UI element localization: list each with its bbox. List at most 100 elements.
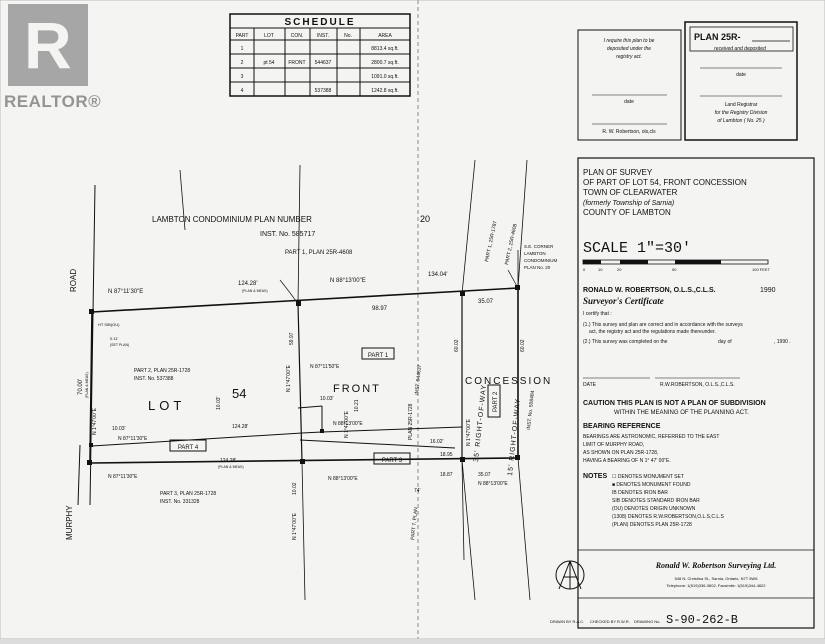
right-of-way-label: 35' RIGHT-OF-WAY bbox=[473, 384, 488, 462]
distance-label: 124.28' bbox=[238, 281, 258, 287]
condo-inst-number: INST. No. 585717 bbox=[260, 231, 315, 238]
plan-received: received and deposited bbox=[714, 46, 766, 52]
plan-date-label: date bbox=[736, 72, 746, 78]
distance-label: 59.97 bbox=[289, 332, 295, 345]
bearing-label: N 87°11'50"E bbox=[310, 364, 340, 370]
note-item: ■ DENOTES MONUMENT FOUND bbox=[612, 482, 691, 488]
company-block: Ronald W. Robertson Surveying Ltd. 548 N… bbox=[555, 549, 814, 599]
distance-label: 70.00' bbox=[78, 379, 84, 395]
note-item: (PLAN) DENOTES PLAN 25R-1728 bbox=[612, 522, 692, 528]
plan-registration-box: PLAN 25R- received and deposited date La… bbox=[684, 21, 798, 141]
part2-plan-label: PART 2, PLAN 25R-1728 bbox=[134, 368, 190, 374]
caution-text: WITHIN THE MEANING OF THE PLANNING ACT. bbox=[614, 410, 749, 416]
distance-label: 18.95 bbox=[440, 452, 453, 458]
note-item: ☐ DENOTES MONUMENT SET bbox=[612, 474, 684, 480]
drawing-number: S-90-262-B bbox=[666, 613, 738, 627]
schedule-cell: 1091.0 sq.ft. bbox=[371, 74, 399, 80]
part1-box bbox=[361, 347, 395, 360]
schedule-cell: 1 bbox=[241, 46, 244, 52]
notes-title: NOTES bbox=[583, 473, 607, 480]
title-line: COUNTY OF LAMBTON bbox=[583, 208, 671, 217]
part2-label: PART 2 bbox=[493, 391, 499, 412]
part2-25r-label: PART 2, 25R-4608 bbox=[504, 223, 519, 265]
schedule-header-lot: LOT bbox=[264, 33, 274, 39]
part3-label: PART 3 bbox=[382, 458, 403, 464]
distance-label: 124.28' bbox=[220, 458, 236, 464]
plan-box-border bbox=[684, 21, 798, 141]
note-item: (OU) DENOTES ORIGIN UNKNOWN bbox=[612, 506, 696, 512]
distance-label: 60.02 bbox=[520, 339, 526, 352]
schedule-cell: FRONT bbox=[288, 60, 305, 66]
realtor-logo-icon: R bbox=[8, 4, 88, 86]
distance-label: 10.02 bbox=[292, 482, 298, 495]
front-label: FRONT bbox=[333, 383, 381, 395]
bearing-text: BEARINGS ARE ASTRONOMIC, REFERRED TO THE… bbox=[583, 434, 719, 440]
title-line: TOWN OF CLEARWATER bbox=[583, 188, 678, 197]
part2-box bbox=[487, 384, 501, 418]
deposit-text-line: deposited under the bbox=[607, 46, 651, 52]
bearing-label: N 1°47'00"E bbox=[466, 418, 472, 446]
condo-plan-number: 20 bbox=[420, 214, 430, 224]
schedule-header-no: No. bbox=[344, 33, 352, 39]
distance-label: 10.03' bbox=[112, 426, 126, 432]
distance-label: 35.07 bbox=[478, 472, 491, 478]
deposit-signer: R. W. Robertson, ols,cls bbox=[602, 129, 656, 135]
distance-label: 10.03' bbox=[216, 396, 222, 410]
concession-label: CONCESSION bbox=[465, 376, 552, 387]
certificate-text: act, the registry act and the regulation… bbox=[589, 329, 716, 335]
certificate-text: (2.) This survey was completed on the bbox=[583, 339, 668, 345]
condo-plan-label: LAMBTON CONDOMINIUM PLAN NUMBER bbox=[152, 215, 312, 224]
monument-note: 0.11' bbox=[110, 336, 118, 341]
part3-plan-label: PART 3, PLAN 25R-1728 bbox=[160, 491, 216, 497]
scale-label: SCALE 1"=30' bbox=[583, 240, 691, 257]
scale-tick: 10 bbox=[598, 267, 603, 272]
lot-label: LOT bbox=[148, 398, 185, 413]
part4-label: PART 4 bbox=[178, 445, 199, 451]
title-panel-border bbox=[577, 157, 815, 629]
right-of-way-label: 15' RIGHT-OF-WAY bbox=[507, 398, 522, 476]
part1-plan-label: PART 1, PLAN 25R-4608 bbox=[285, 250, 353, 256]
note-item: (1308) DENOTES R.W.ROBERTSON,O.L.S,C.L.S bbox=[612, 514, 725, 520]
distance-note: (PLAN & MEAS) bbox=[218, 465, 244, 469]
certificate-text: I certify that : bbox=[583, 311, 612, 317]
bearing-reference: BEARING REFERENCE BEARINGS ARE ASTRONOMI… bbox=[583, 423, 719, 464]
registrar-line: of Lambton ( No. 25 ) bbox=[717, 118, 765, 124]
inst-label: INST. 544637 bbox=[414, 364, 423, 395]
schedule-header-inst: INST. bbox=[317, 33, 329, 39]
distance-label: 60.02 bbox=[454, 339, 460, 352]
part2-inst-label: INST. No. 537388 bbox=[134, 376, 174, 382]
schedule-cell: 2800.7 sq.ft. bbox=[371, 60, 399, 66]
schedule-title: SCHEDULE bbox=[284, 17, 355, 28]
company-logo-icon bbox=[555, 560, 585, 590]
bearing-label: N 1°47'00"E bbox=[92, 407, 98, 435]
bearing-label: N 87°11'30"E bbox=[108, 289, 143, 295]
bearing-text: AS SHOWN ON PLAN 25R-1728, bbox=[583, 450, 658, 456]
deposit-box: I require this plan to be deposited unde… bbox=[577, 29, 682, 141]
schedule-cell: 8813.4 sq.ft. bbox=[371, 46, 399, 52]
monument-note: (SET PLAN) bbox=[110, 343, 129, 347]
note-item: IB DENOTES IRON BAR bbox=[612, 490, 668, 496]
se-corner-label: CONDOMINIUM bbox=[524, 258, 557, 263]
bearing-label: N 1°47'00"E bbox=[344, 410, 350, 438]
certificate-text: , 1990 . bbox=[774, 339, 791, 345]
part1-25r-label: PART 1, 25R-1787 bbox=[484, 220, 499, 262]
registrar-line: Land Registrar bbox=[725, 102, 758, 108]
note-item: SIB DENOTES STANDARD IRON BAR bbox=[612, 498, 700, 504]
se-corner-label: PLAN No. 20 bbox=[524, 265, 551, 270]
realtor-wordmark: REALTOR® bbox=[4, 92, 101, 112]
company-name: Ronald W. Robertson Surveying Ltd. bbox=[655, 561, 777, 570]
bearing-label: N 1°47'00"E bbox=[292, 512, 298, 540]
scale-bar: SCALE 1"=30' 0 10 20 50 100 FEET bbox=[582, 240, 771, 272]
murphy-label: MURPHY bbox=[65, 505, 74, 540]
part3-box bbox=[373, 452, 411, 465]
company-address: 548 N. Christina St., Sarnia, Ontario, N… bbox=[675, 576, 759, 581]
schedule-cell: 4 bbox=[241, 88, 244, 94]
part1-label: PART 1 bbox=[368, 353, 389, 359]
plan-25r-label: PLAN 25R-1728 bbox=[408, 403, 414, 440]
schedule-cell: 544637 bbox=[315, 60, 332, 66]
footer-drawing-label: DRAWING No. bbox=[634, 619, 661, 624]
plan-number: PLAN 25R- bbox=[694, 32, 741, 42]
scale-tick: 0 bbox=[583, 267, 586, 272]
schedule-header-part: PART bbox=[236, 33, 249, 39]
